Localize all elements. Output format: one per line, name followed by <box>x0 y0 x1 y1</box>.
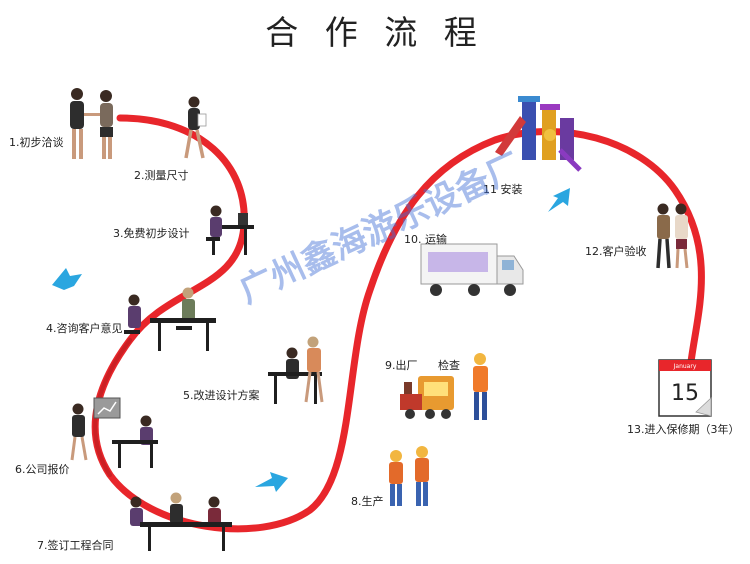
arrow-icon <box>255 472 288 492</box>
step-4-label: 4.咨询客户意见 <box>46 322 123 335</box>
calendar-month: January <box>673 363 697 370</box>
process-path <box>91 114 705 533</box>
train-ride-icon <box>400 376 454 419</box>
playground-slide-icon <box>495 96 582 172</box>
quotation-presentation-icon <box>70 397 158 468</box>
step-2-label: 2.测量尺寸 <box>134 169 189 182</box>
step-1-label: 1.初步洽谈 <box>9 136 64 149</box>
inspector-icon <box>473 353 488 420</box>
step-8-label: 8.生产 <box>351 495 384 508</box>
page-title: 合 作 流 程 <box>265 13 485 52</box>
customer-acceptance-icon <box>656 203 689 269</box>
contract-signing-icon <box>130 492 232 551</box>
step-10-label: 10. 运输 <box>404 233 447 246</box>
design-revision-icon <box>268 336 324 404</box>
handshake-icon <box>70 88 113 159</box>
designer-desk-icon <box>206 205 254 255</box>
step-6-label: 6.公司报价 <box>15 463 70 476</box>
calendar-icon: January 15 <box>658 359 712 417</box>
step-13-label: 13.进入保修期（3年） <box>627 423 740 436</box>
step-9-label: 9.出厂 <box>385 359 418 372</box>
step-12-label: 12.客户验收 <box>585 245 647 258</box>
production-workers-icon <box>389 446 429 506</box>
step-5-label: 5.改进设计方案 <box>183 389 260 402</box>
calendar-day: 15 <box>671 381 699 406</box>
arrow-icon <box>52 268 82 290</box>
arrow-icon <box>548 188 570 212</box>
step-3-label: 3.免费初步设计 <box>113 227 190 240</box>
step-11-label: 11 安装 <box>483 183 523 196</box>
measuring-person-icon <box>184 96 207 159</box>
inspection-label: 检查 <box>438 359 460 372</box>
consultation-meeting-icon <box>124 287 216 351</box>
step-7-label: 7.签订工程合同 <box>37 539 114 552</box>
delivery-truck-icon <box>420 243 524 296</box>
